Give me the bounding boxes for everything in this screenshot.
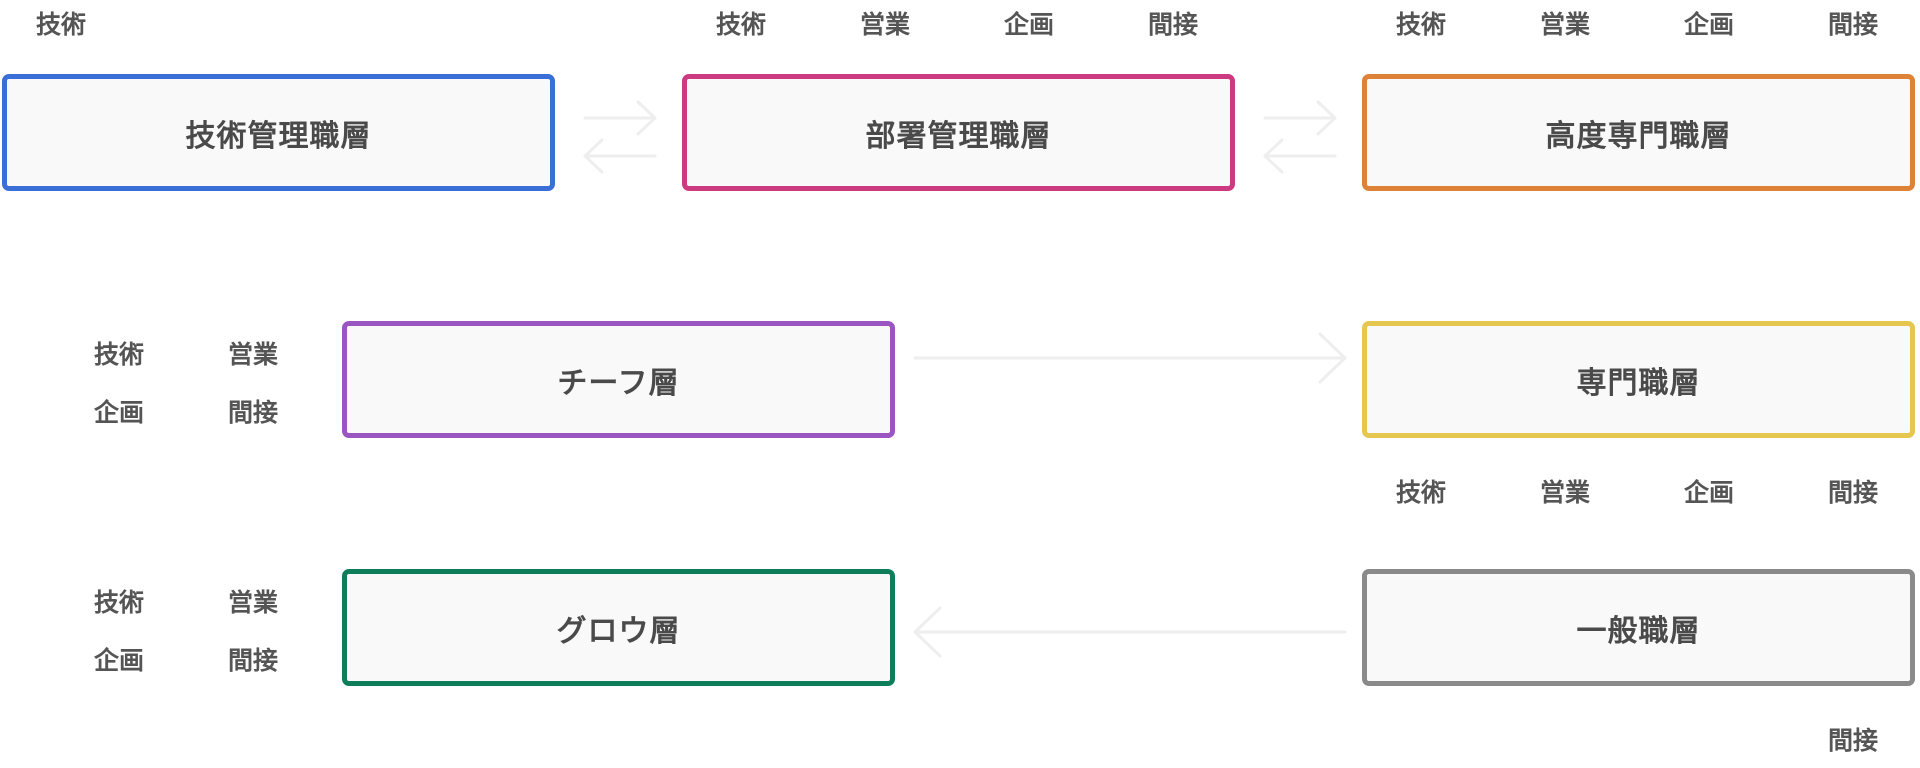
tag-chief-tech: 技術 <box>94 340 145 369</box>
tag-advanced-indirect: 間接 <box>1828 10 1879 39</box>
layer-label: 専門職層 <box>1576 365 1701 401</box>
layer-box-general: 一般職層 <box>1362 569 1915 686</box>
arrow-left-icon <box>913 606 1347 658</box>
tag-growth-tech: 技術 <box>94 588 145 617</box>
tag-chief-planning: 企画 <box>94 398 145 427</box>
tag-specialist-sales: 営業 <box>1540 478 1591 507</box>
tag-growth-indirect: 間接 <box>228 646 279 675</box>
tag-advanced-tech: 技術 <box>1396 10 1447 39</box>
tag-chief-indirect: 間接 <box>228 398 279 427</box>
layer-label: 部署管理職層 <box>865 118 1052 154</box>
tag-growth-sales: 営業 <box>228 588 279 617</box>
tag-specialist-tech: 技術 <box>1396 478 1447 507</box>
tag-dept-mgmt-planning: 企画 <box>1004 10 1055 39</box>
tag-growth-planning: 企画 <box>94 646 145 675</box>
layer-label: 一般職層 <box>1576 613 1701 649</box>
tag-general-indirect: 間接 <box>1828 726 1879 755</box>
layer-box-growth: グロウ層 <box>342 569 895 686</box>
tag-dept-mgmt-tech: 技術 <box>716 10 767 39</box>
layer-label: チーフ層 <box>557 365 680 401</box>
bidirectional-arrow-icon-1 <box>583 100 657 174</box>
layer-box-specialist: 専門職層 <box>1362 321 1915 438</box>
tag-specialist-planning: 企画 <box>1684 478 1735 507</box>
tag-tech-mgmt-tech: 技術 <box>36 10 87 39</box>
layer-label: 高度専門職層 <box>1545 118 1732 154</box>
layer-box-advanced-specialist: 高度専門職層 <box>1362 74 1915 191</box>
tag-dept-mgmt-sales: 営業 <box>860 10 911 39</box>
layer-box-chief: チーフ層 <box>342 321 895 438</box>
layer-label: グロウ層 <box>556 613 681 649</box>
tag-advanced-sales: 営業 <box>1540 10 1591 39</box>
bidirectional-arrow-icon-2 <box>1263 100 1337 174</box>
layer-box-tech-mgmt: 技術管理職層 <box>2 74 555 191</box>
tag-chief-sales: 営業 <box>228 340 279 369</box>
layer-label: 技術管理職層 <box>185 118 372 154</box>
arrow-right-icon <box>913 332 1347 384</box>
tag-dept-mgmt-indirect: 間接 <box>1148 10 1199 39</box>
tag-advanced-planning: 企画 <box>1684 10 1735 39</box>
layer-box-dept-mgmt: 部署管理職層 <box>682 74 1235 191</box>
tag-specialist-indirect: 間接 <box>1828 478 1879 507</box>
